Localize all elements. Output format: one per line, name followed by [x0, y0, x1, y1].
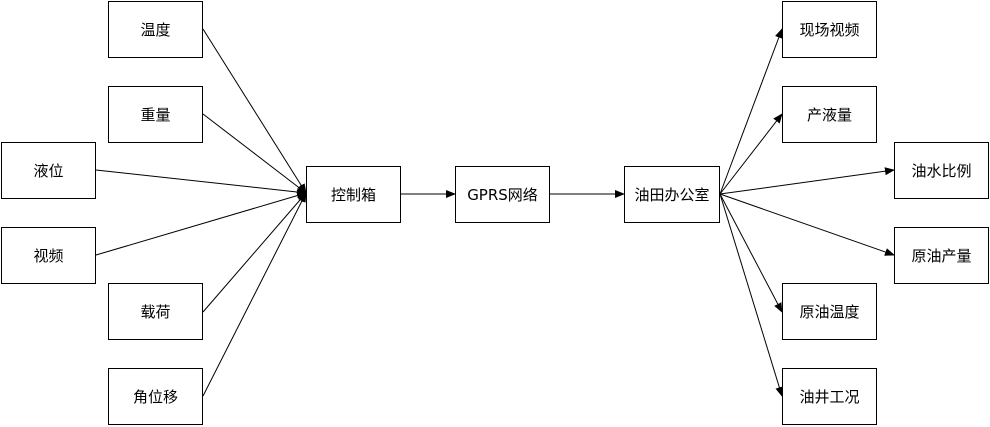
node-site-video: 现场视频: [782, 1, 877, 58]
node-liquid-production: 产液量: [782, 86, 877, 143]
node-control-box: 控制箱: [306, 166, 401, 223]
node-load: 载荷: [108, 283, 203, 340]
node-well-condition: 油井工况: [782, 368, 877, 425]
edge-office-to-oil-water-ratio: [719, 167, 895, 195]
edge-office-to-crude-oil-temperature: [719, 193, 783, 313]
node-gprs-network: GPRS网络: [455, 166, 550, 223]
edge-office-to-well-condition: [719, 193, 784, 397]
node-angular-displacement: 角位移: [108, 368, 203, 425]
edge-office-to-crude-oil-production: [719, 193, 895, 256]
node-liquid-level: 液位: [1, 142, 96, 199]
node-crude-oil-production: 原油产量: [894, 227, 989, 284]
edge-load-to-control-box: [202, 192, 307, 313]
edge-angular-displacement-to-control-box: [202, 192, 307, 397]
node-temperature: 温度: [108, 1, 203, 58]
node-crude-oil-temperature: 原油温度: [782, 283, 877, 340]
edge-liquid-level-to-control-box: [95, 169, 307, 196]
edge-video-to-control-box: [95, 191, 307, 256]
node-oil-water-ratio: 油水比例: [894, 142, 989, 199]
edge-office-to-liquid-production: [719, 113, 783, 195]
edge-temperature-to-control-box: [202, 28, 307, 194]
edge-office-to-site-video: [719, 28, 783, 195]
node-video: 视频: [1, 227, 96, 284]
node-weight: 重量: [108, 86, 203, 143]
edge-weight-to-control-box: [202, 113, 307, 194]
node-oilfield-office: 油田办公室: [624, 166, 720, 223]
